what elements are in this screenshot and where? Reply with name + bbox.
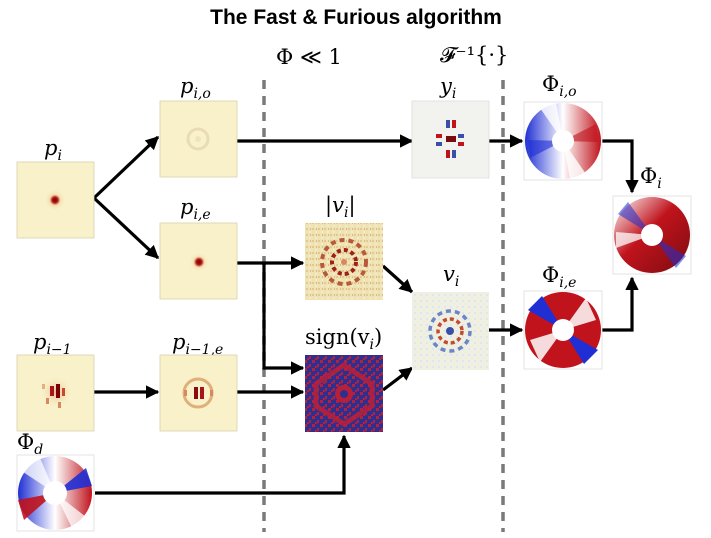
- phase-map-phi-io: [525, 103, 601, 179]
- connector-arrows: [92, 134, 639, 495]
- node-v-i: vi: [412, 262, 489, 370]
- node-phi-io: Φi,o: [523, 72, 603, 181]
- node-y-i: yi: [411, 74, 490, 179]
- phase-map-phi-ie: [525, 292, 601, 368]
- node-p-io: pi,o: [159, 74, 238, 178]
- label-p-im1e: pi−1,e: [172, 330, 223, 358]
- node-phi-ie: Φi,e: [523, 263, 603, 370]
- label-phi-io: Φi,o: [542, 72, 577, 100]
- label-p-ie: pi,e: [180, 195, 211, 223]
- node-phi-i: Φi: [612, 164, 692, 275]
- label-p-im1: pi−1: [33, 330, 72, 358]
- phase-map-phi-i: [614, 197, 690, 273]
- label-y-i: yi: [439, 74, 456, 102]
- label-phi-ie: Φi,e: [542, 263, 576, 291]
- node-sign-v: sign(vi): [305, 325, 383, 432]
- node-phi-d: Φd: [16, 430, 95, 532]
- phase-map-phi-d: [18, 456, 92, 530]
- label-p-i: pi: [44, 136, 62, 164]
- node-p-im1e: pi−1,e: [159, 330, 238, 432]
- label-p-io: pi,o: [180, 74, 211, 102]
- diagram-title: The Fast & Furious algorithm: [210, 6, 502, 29]
- label-sign-v: sign(vi): [305, 325, 382, 353]
- psf-image-p-im1e: [159, 354, 238, 432]
- node-p-im1: pi−1: [16, 330, 95, 432]
- node-p-i: pi: [16, 136, 95, 239]
- annotation-inverse-fourier: 𝓕⁻¹{·}: [440, 43, 508, 67]
- annotation-small-phase: Φ ≪ 1: [276, 45, 342, 69]
- label-phi-i: Φi: [640, 164, 662, 192]
- label-abs-v: |vi|: [325, 193, 356, 221]
- label-phi-d: Φd: [17, 430, 43, 458]
- node-abs-v: |vi|: [305, 193, 383, 300]
- node-p-ie: pi,e: [159, 195, 238, 300]
- label-v-i: vi: [443, 262, 459, 290]
